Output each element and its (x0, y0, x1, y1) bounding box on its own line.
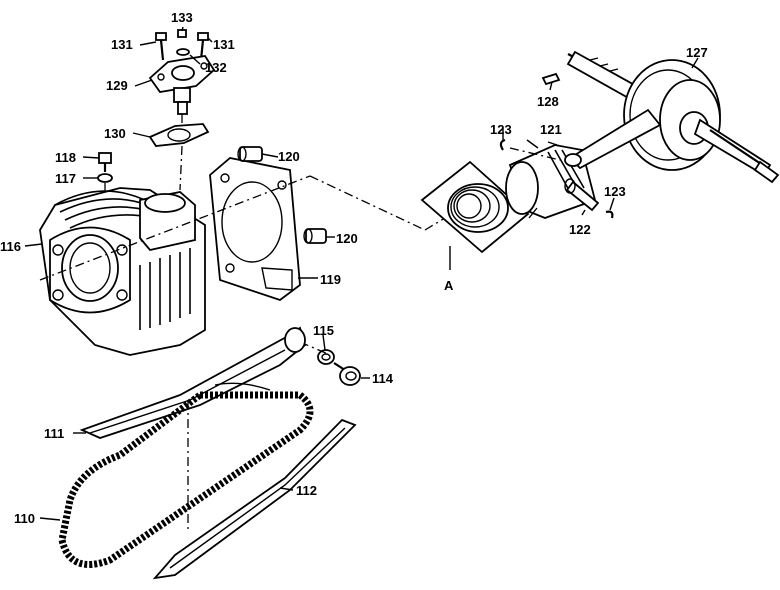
label-A: A (444, 278, 454, 293)
label-132: 132 (205, 60, 227, 75)
label-131-left: 131 (111, 37, 133, 52)
washer-132 (176, 48, 190, 56)
washer-115 (317, 349, 335, 365)
label-110: 110 (14, 511, 35, 526)
label-133: 133 (171, 10, 193, 25)
label-114: 114 (372, 371, 394, 386)
circlip-123-lower (605, 210, 614, 219)
label-128: 128 (537, 94, 559, 109)
label-121: 121 (540, 122, 562, 137)
bolt-114 (333, 362, 361, 386)
tensioner-assembly (148, 29, 216, 191)
dowel-120-lower (303, 228, 327, 244)
bolt-118 (98, 152, 112, 172)
cylinder-116 (39, 187, 206, 356)
label-119: 119 (320, 272, 341, 287)
bolt-133 (177, 29, 187, 38)
timing-chain-110 (58, 382, 314, 568)
label-120-lower: 120 (336, 231, 358, 246)
key-128 (541, 72, 561, 86)
label-111: 111 (44, 426, 64, 441)
chain-guide-112 (152, 418, 357, 580)
piston-ring-set-A (420, 160, 530, 270)
label-120-upper: 120 (278, 149, 300, 164)
label-112: 112 (296, 483, 317, 498)
gasket-130 (148, 123, 210, 147)
label-130: 130 (104, 126, 126, 141)
label-122: 122 (569, 222, 591, 237)
label-129: 129 (106, 78, 128, 93)
label-118: 118 (55, 150, 76, 165)
label-123-upper: 123 (490, 122, 512, 137)
label-131-right: 131 (213, 37, 235, 52)
leader-lines (24, 26, 699, 521)
dowel-120-upper (237, 146, 263, 162)
tensioner-guide-111 (79, 326, 307, 439)
washer-117 (97, 173, 113, 183)
label-116: 116 (0, 239, 21, 254)
label-117: 117 (55, 171, 76, 186)
gasket-119 (209, 157, 301, 302)
label-123-lower: 123 (604, 184, 626, 199)
bolt-131-left (155, 32, 167, 61)
crankshaft-127 (564, 50, 780, 184)
circlip-123-upper (499, 138, 506, 151)
tensioner-body-129 (148, 55, 216, 115)
piston-pin-122 (564, 178, 600, 212)
label-115: 115 (313, 323, 334, 338)
label-127: 127 (686, 45, 708, 60)
